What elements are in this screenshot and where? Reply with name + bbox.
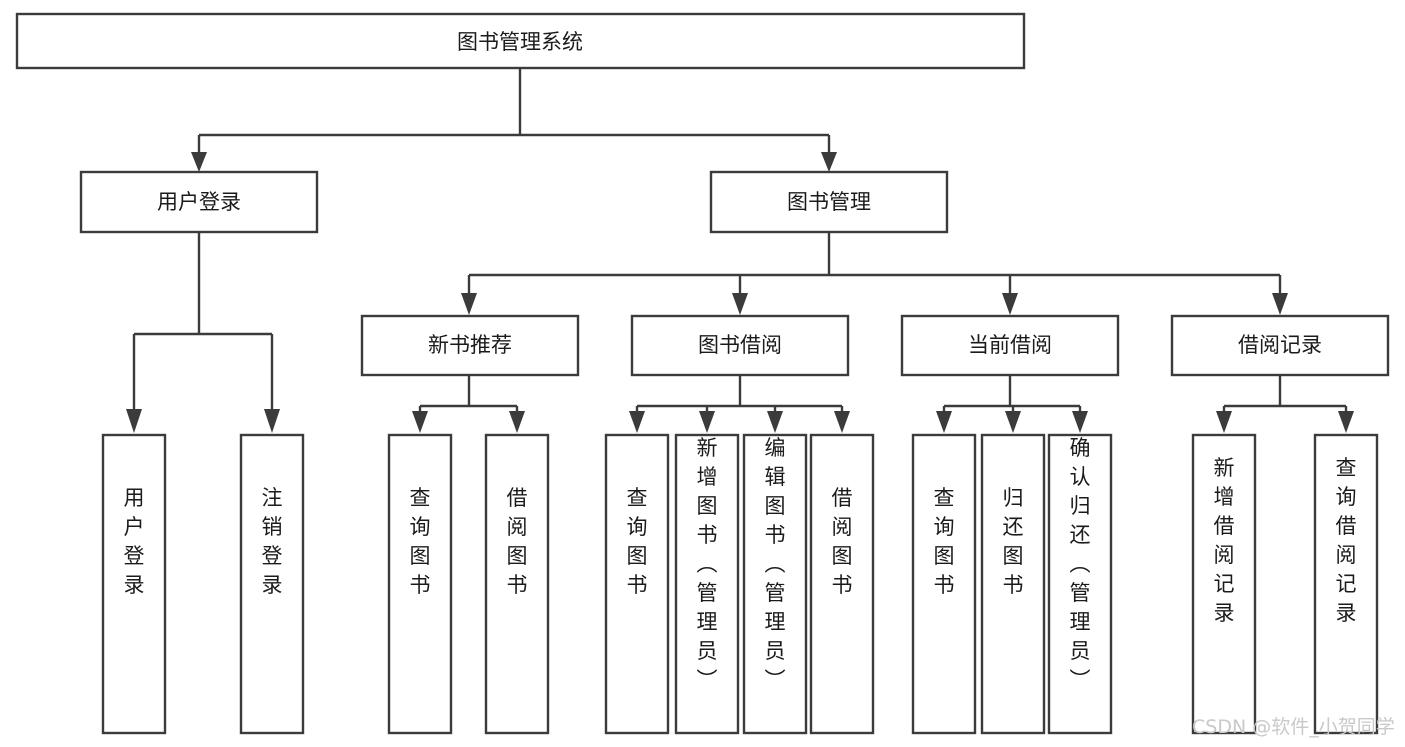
arrow-head-leaf-logout xyxy=(264,409,280,433)
leaf-br-query-record-label: 查询借阅记录 xyxy=(1336,456,1357,625)
arrow-head-new-book xyxy=(461,293,477,315)
node-book-management-label: 图书管理 xyxy=(787,190,871,214)
node-user-login-label: 用户登录 xyxy=(157,190,241,214)
leaf-br-query-record[interactable]: 查询借阅记录 xyxy=(1313,433,1379,735)
arrow-head-nb-leaf2 xyxy=(509,411,525,433)
leaf-bb-edit-book-label: 编辑图书︵管理员︶ xyxy=(765,436,786,692)
arrow-head-bb-leaf3 xyxy=(767,411,783,433)
arrow-head-bb-leaf4 xyxy=(834,411,850,433)
leaf-nb-borrow-book-label: 借阅图书 xyxy=(507,486,528,597)
node-root[interactable]: 图书管理系统 xyxy=(15,12,1026,70)
node-book-management[interactable]: 图书管理 xyxy=(709,170,949,234)
node-new-book-recommend-label: 新书推荐 xyxy=(428,333,512,357)
arrow-head-book-mgmt xyxy=(821,152,837,172)
arrow-head-cb-leaf1 xyxy=(936,411,952,433)
leaf-cb-query-book[interactable]: 查询图书 xyxy=(911,433,977,735)
leaf-user-login-label: 用户登录 xyxy=(124,486,145,597)
arrow-head-br-leaf1 xyxy=(1216,411,1232,433)
leaf-br-add-record-label: 新增借阅记录 xyxy=(1214,456,1235,625)
leaf-logout-label: 注销登录 xyxy=(262,486,283,597)
csdn-watermark: CSDN @软件_小贺同学 xyxy=(1192,716,1395,738)
node-current-borrow[interactable]: 当前借阅 xyxy=(900,314,1120,377)
leaf-bb-query-book-label: 查询图书 xyxy=(627,486,648,597)
leaf-bb-borrow-book-label: 借阅图书 xyxy=(832,486,853,597)
arrow-head-cb-leaf3 xyxy=(1072,411,1088,433)
leaf-br-add-record[interactable]: 新增借阅记录 xyxy=(1191,433,1257,735)
arrow-head-br-leaf2 xyxy=(1338,411,1354,433)
leaf-logout[interactable]: 注销登录 xyxy=(239,433,305,735)
leaf-nb-query-book-label: 查询图书 xyxy=(410,486,431,597)
leaf-bb-borrow-book[interactable]: 借阅图书 xyxy=(809,433,875,735)
node-borrow-records-label: 借阅记录 xyxy=(1238,333,1322,357)
node-current-borrow-label: 当前借阅 xyxy=(968,333,1052,357)
connector-layer xyxy=(126,68,1354,433)
leaf-cb-return-book[interactable]: 归还图书 xyxy=(980,433,1046,735)
leaf-cb-confirm-return[interactable]: 确认归还︵管理员︶ xyxy=(1047,433,1113,735)
arrow-head-bb-leaf2 xyxy=(699,411,715,433)
node-book-borrow[interactable]: 图书借阅 xyxy=(630,314,850,377)
arrow-head-book-borrow xyxy=(732,293,748,315)
node-borrow-records[interactable]: 借阅记录 xyxy=(1170,314,1390,377)
node-root-label: 图书管理系统 xyxy=(457,30,583,54)
leaf-bb-add-book-label: 新增图书︵管理员︶ xyxy=(697,436,718,692)
leaf-nb-query-book[interactable]: 查询图书 xyxy=(387,433,453,735)
leaf-bb-edit-book[interactable]: 编辑图书︵管理员︶ xyxy=(742,433,808,735)
arrow-head-user-login xyxy=(191,152,207,172)
leaf-bb-add-book[interactable]: 新增图书︵管理员︶ xyxy=(674,433,740,735)
node-book-borrow-label: 图书借阅 xyxy=(698,333,782,357)
leaf-cb-confirm-return-label: 确认归还︵管理员︶ xyxy=(1070,436,1091,692)
arrow-head-current-borrow xyxy=(1002,293,1018,315)
leaf-bb-query-book[interactable]: 查询图书 xyxy=(604,433,670,735)
leaf-user-login[interactable]: 用户登录 xyxy=(101,433,167,735)
arrow-head-leaf-user-login xyxy=(126,409,142,433)
node-new-book-recommend[interactable]: 新书推荐 xyxy=(360,314,580,377)
arrow-head-borrow-records xyxy=(1272,293,1288,315)
arrow-head-nb-leaf1 xyxy=(412,411,428,433)
leaf-nb-borrow-book[interactable]: 借阅图书 xyxy=(484,433,550,735)
arrow-head-bb-leaf1 xyxy=(629,411,645,433)
node-user-login[interactable]: 用户登录 xyxy=(79,170,319,234)
arrow-head-cb-leaf2 xyxy=(1005,411,1021,433)
leaf-cb-return-book-label: 归还图书 xyxy=(1003,486,1024,597)
leaf-cb-query-book-label: 查询图书 xyxy=(934,486,955,597)
